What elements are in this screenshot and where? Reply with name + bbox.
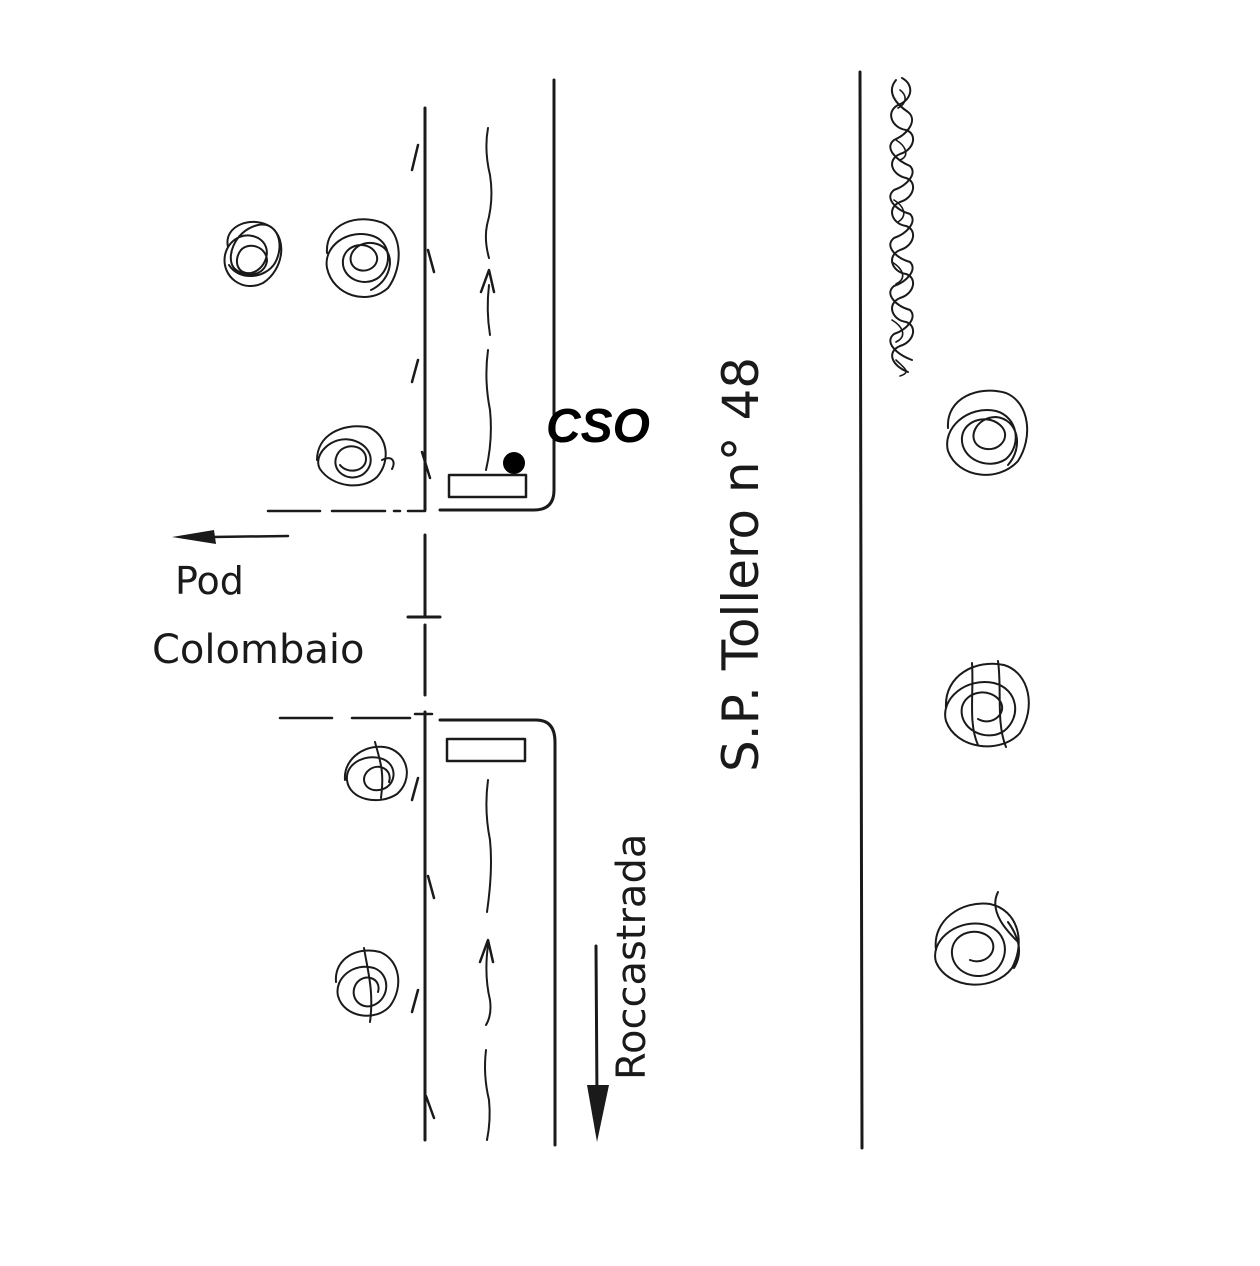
tree-icon [946, 389, 1029, 476]
flow-arrow-up-icon [479, 268, 496, 294]
cso-point-marker [503, 452, 525, 474]
arrow-south-icon [587, 944, 609, 1142]
tree-icon [934, 891, 1021, 986]
arrow-west-icon [172, 530, 290, 544]
main-road-label: S.P. Tollero n° 48 [712, 357, 770, 772]
tree-icon [325, 218, 400, 298]
hedge-icon [889, 77, 915, 377]
side-road-label-line1: Pod [175, 559, 244, 603]
flow-arrow-up-icon [478, 938, 495, 964]
tree-icon [343, 741, 408, 802]
cso-label: CSO [546, 400, 650, 453]
tree-icon [334, 947, 400, 1023]
tree-icon [223, 220, 283, 288]
side-road-label-line2: Colombaio [152, 627, 364, 673]
flow-line-upper [479, 127, 496, 471]
edge-tick-marks [406, 143, 442, 1120]
tree-icon [944, 660, 1030, 748]
inlet-grate-lower [445, 737, 527, 763]
inlet-grate-upper [447, 473, 528, 499]
sidewalk-curb [438, 78, 557, 1147]
tree-icon [316, 425, 395, 487]
direction-label: Roccastrada [609, 834, 655, 1080]
side-road-edges [266, 509, 434, 720]
road-edge-right [858, 70, 864, 1150]
flow-line-lower [478, 779, 495, 1141]
